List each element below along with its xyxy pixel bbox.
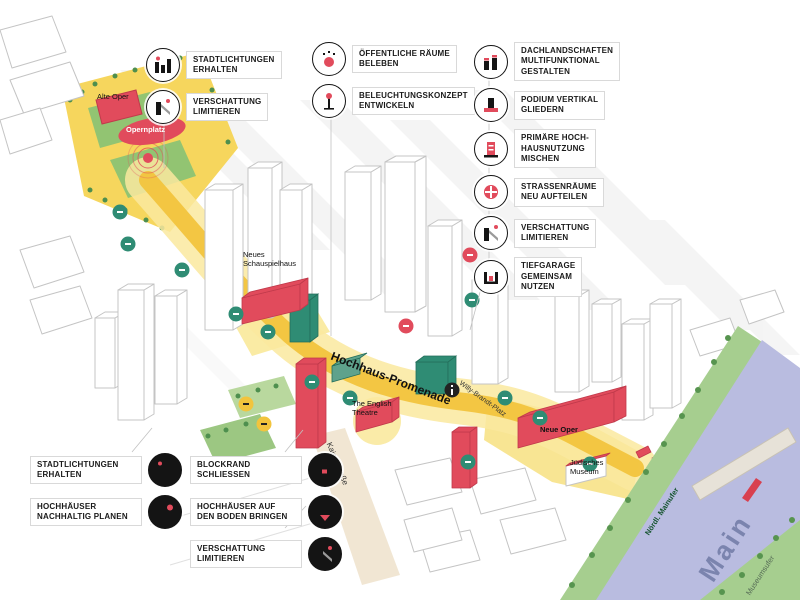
route-badges	[112, 204, 598, 472]
legend-label: STADTLICHTUNGEN ERHALTEN	[30, 455, 142, 485]
legend-item: VERSCHATTUNG LIMITIEREN	[474, 216, 620, 251]
garage-icon	[474, 259, 508, 294]
bank-red-accent	[742, 478, 762, 502]
legend-label: ÖFFENTLICHE RÄUME BELEBEN	[352, 44, 457, 74]
shading-icon	[146, 90, 180, 124]
label-neue-oper: Neue Oper	[540, 425, 578, 434]
legend-label: BLOCKRAND SCHLIESSEN	[190, 455, 302, 485]
neue-oper-building	[517, 385, 627, 449]
mixed-use-icon	[474, 131, 508, 166]
label-alte-oper: Alte Oper	[97, 92, 129, 101]
legend-item: PRIMÄRE HOCH- HAUSNUTZUNG MISCHEN	[474, 129, 620, 169]
legend-label: STADTLICHTUNGEN ERHALTEN	[186, 50, 282, 80]
legend-label: TIEFGARAGE GEMEINSAM NUTZEN	[514, 257, 583, 297]
legend-item: DACHLANDSCHAFTEN MULTIFUNKTIONAL GESTALT…	[474, 42, 621, 82]
opernplatz-rings-icon	[127, 137, 169, 179]
legend-item: HOCHHÄUSER NACHHALTIG PLANEN	[30, 495, 182, 529]
english-theatre-building	[355, 396, 400, 433]
promenade-gardens	[200, 376, 296, 464]
legend-label: PODIUM VERTIKAL GLIEDERN	[514, 90, 606, 120]
legend-item: HOCHHÄUSER AUF DEN BODEN BRINGEN	[190, 495, 342, 529]
legend-top-center: ÖFFENTLICHE RÄUME BELEBEN BELEUCHTUNGSKO…	[312, 42, 475, 118]
legend-top-left: STADTLICHTUNGEN ERHALTEN VERSCHATTUNG LI…	[146, 48, 282, 124]
main-river-area	[560, 326, 800, 600]
north-bank	[560, 326, 768, 600]
legend-label: HOCHHÄUSER NACHHALTIG PLANEN	[30, 497, 142, 527]
block-edge-icon	[308, 453, 342, 487]
legend-label: HOCHHÄUSER AUF DEN BODEN BRINGEN	[190, 497, 302, 527]
sustainable-icon	[148, 495, 182, 529]
legend-bottom-left-col2: BLOCKRAND SCHLIESSEN HOCHHÄUSER AUF DEN …	[190, 453, 342, 571]
legend-item: STRASSENRÄUME NEU AUFTEILEN	[474, 175, 620, 210]
label-schauspielhaus: Neues Schauspielhaus	[243, 250, 296, 269]
alte-oper-building	[95, 89, 186, 179]
shading-icon	[474, 216, 508, 251]
label-juedisches-museum: Jüdisches Museum	[570, 458, 604, 477]
legend-label: STRASSENRÄUME NEU AUFTEILEN	[514, 177, 604, 207]
public-space-icon	[312, 42, 346, 76]
label-opernplatz: Opernplatz	[126, 125, 166, 134]
legend-label: DACHLANDSCHAFTEN MULTIFUNKTIONAL GESTALT…	[514, 42, 621, 82]
city-clearing-icon	[146, 48, 180, 82]
schauspielhaus-building	[241, 277, 309, 325]
legend-item: ÖFFENTLICHE RÄUME BELEBEN	[312, 42, 475, 76]
city-clearing-icon	[148, 453, 182, 487]
legend-label: VERSCHATTUNG LIMITIEREN	[514, 218, 597, 248]
legend-item: STADTLICHTUNGEN ERHALTEN	[30, 453, 182, 487]
legend-item: VERSCHATTUNG LIMITIEREN	[146, 90, 282, 124]
podium-icon	[474, 88, 508, 123]
legend-label: BELEUCHTUNGSKONZEPT ENTWICKELN	[352, 86, 475, 116]
bridge	[691, 427, 797, 501]
label-english-theatre: The English Theatre	[352, 399, 392, 418]
legend-item: BELEUCHTUNGSKONZEPT ENTWICKELN	[312, 84, 475, 118]
legend-label: PRIMÄRE HOCH- HAUSNUTZUNG MISCHEN	[514, 129, 596, 169]
shading-icon	[308, 537, 342, 571]
river	[596, 340, 800, 600]
legend-item: PODIUM VERTIKAL GLIEDERN	[474, 88, 620, 123]
legend-right: DACHLANDSCHAFTEN MULTIFUNKTIONAL GESTALT…	[474, 42, 621, 297]
legend-bottom-left-col1: STADTLICHTUNGEN ERHALTEN HOCHHÄUSER NACH…	[30, 453, 182, 529]
red-tower	[295, 357, 327, 449]
lighting-concept-icon	[312, 84, 346, 118]
legend-label: VERSCHATTUNG LIMITIEREN	[190, 539, 302, 569]
street-space-icon	[474, 175, 508, 210]
legend-item: BLOCKRAND SCHLIESSEN	[190, 453, 342, 487]
legend-item: STADTLICHTUNGEN ERHALTEN	[146, 48, 282, 82]
roofscape-icon	[474, 44, 508, 79]
outlined-buildings	[0, 15, 785, 573]
ground-icon	[308, 495, 342, 529]
legend-label: VERSCHATTUNG LIMITIEREN	[186, 92, 269, 122]
legend-item: TIEFGARAGE GEMEINSAM NUTZEN	[474, 257, 620, 297]
bank-trees	[569, 335, 795, 595]
legend-item: VERSCHATTUNG LIMITIEREN	[190, 537, 342, 571]
